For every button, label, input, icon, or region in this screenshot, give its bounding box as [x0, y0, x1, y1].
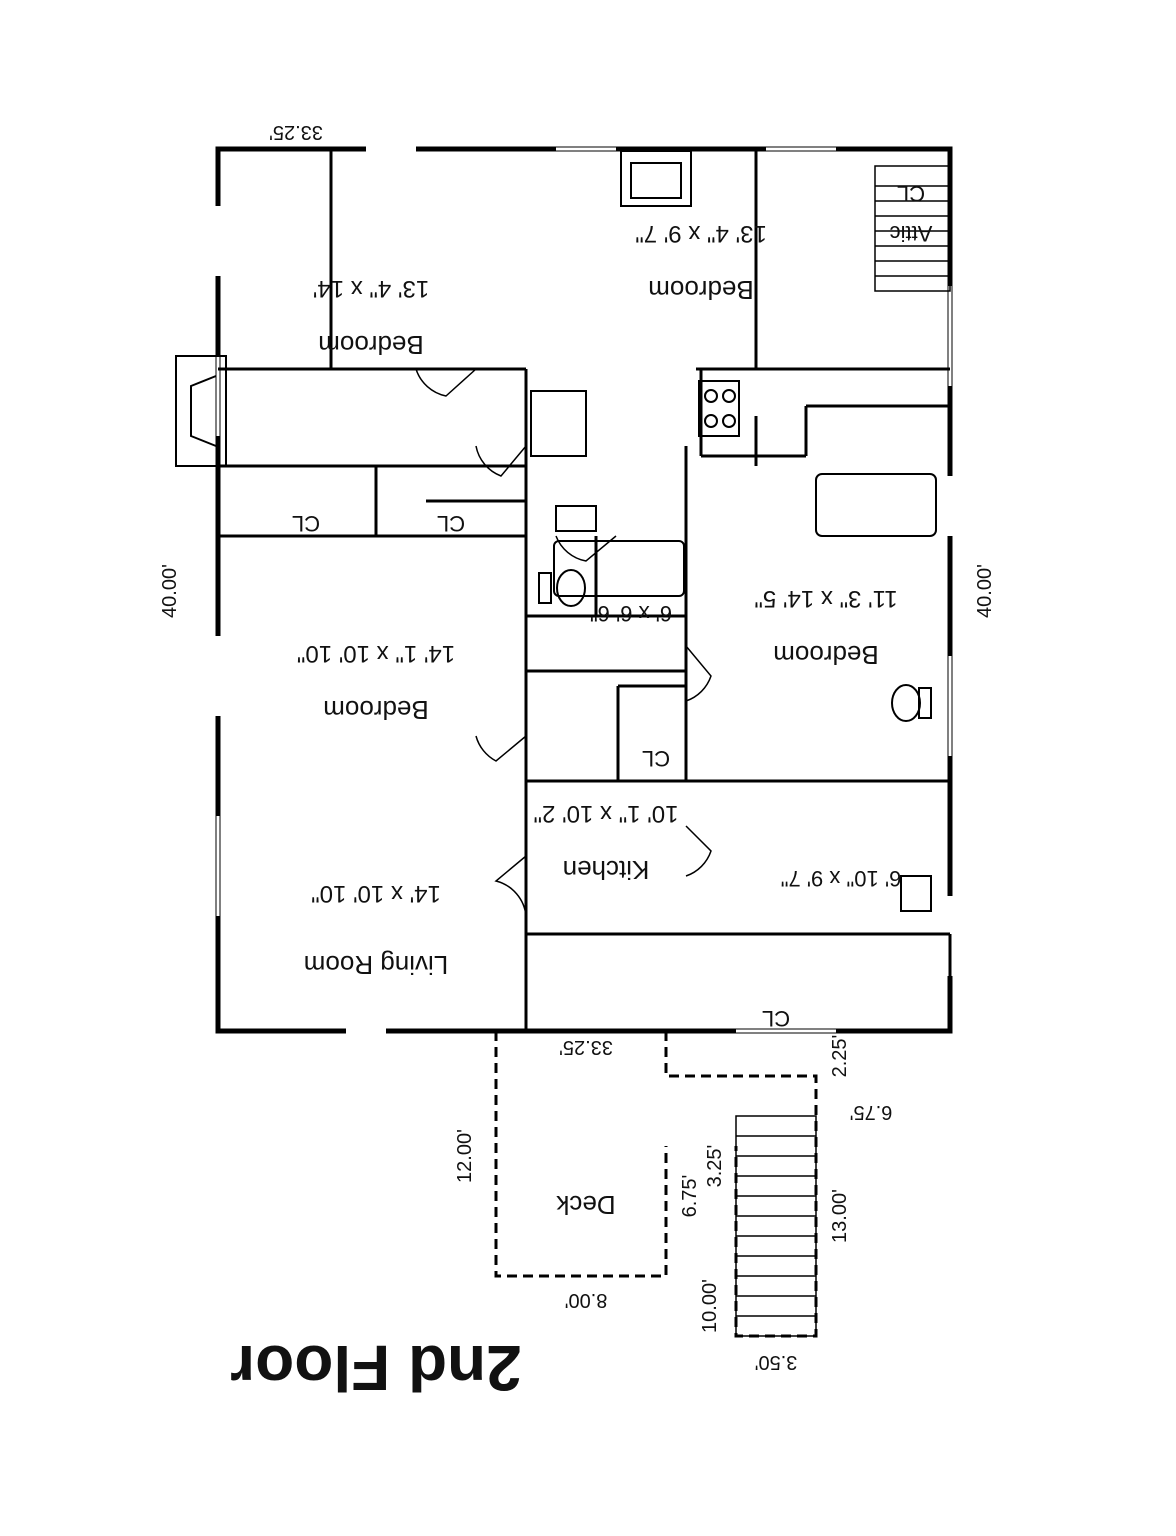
- labels: 2nd Floor 33.25' 33.25' 8.00' 3.50' Bedr…: [230, 121, 932, 1404]
- room-bedroom-ne-size: 13' 4" x 9' 7": [635, 220, 767, 247]
- room-living-name: Living Room: [304, 950, 449, 980]
- room-bedroom-ne-name: Bedroom: [648, 275, 754, 305]
- bathtub-icon: [815, 473, 937, 537]
- windows: [215, 146, 953, 1034]
- closet-ne: CL: [897, 181, 925, 206]
- room-bedroom-w-size: 14' 1" x 10' 10": [297, 640, 455, 667]
- dim-bottom: 33.25': [269, 121, 323, 143]
- room-kitchen-size: 10' 1" x 10' 2": [534, 800, 679, 827]
- sink-icon: [900, 875, 932, 912]
- dim-stair-len: 13.00': [829, 1189, 851, 1243]
- chimney-icon: [175, 355, 227, 467]
- closet-bath: CL: [762, 1006, 790, 1031]
- kitchen-sink-icon: [620, 150, 692, 207]
- fridge-icon: [530, 390, 587, 457]
- interior-walls: [218, 149, 952, 1031]
- outside-stair: [735, 1115, 817, 1337]
- closet-w2: CL: [437, 511, 465, 536]
- dim-deck-side: 12.00': [454, 1129, 476, 1183]
- room-bath-large-size: 6' 10" x 9' 7": [781, 866, 902, 891]
- room-bedroom-nw-name: Bedroom: [318, 330, 424, 360]
- room-bedroom-nw-size: 13' 4" x 14': [313, 275, 429, 302]
- dim-top: 33.25': [559, 1036, 613, 1058]
- attic-label: Attic: [890, 221, 933, 246]
- dim-deck-c: 3.25': [704, 1145, 726, 1188]
- toilet-icon: [891, 684, 932, 722]
- bathtub-icon: [553, 540, 685, 597]
- window-lines: [215, 146, 953, 1034]
- room-bedroom-w-name: Bedroom: [323, 695, 429, 725]
- stove-icon: [698, 380, 740, 437]
- attic-stair: [874, 165, 951, 292]
- dim-stair-width: 3.50': [755, 1351, 798, 1373]
- dim-step-b: 6.75': [850, 1101, 893, 1123]
- dim-right: 40.00': [974, 564, 996, 618]
- dim-deck-d: 6.75': [679, 1175, 701, 1218]
- dim-stair-run: 10.00': [699, 1279, 721, 1333]
- deck-outline: [494, 1031, 818, 1338]
- room-bedroom-e-name: Bedroom: [773, 640, 879, 670]
- toilet-icon: [538, 569, 586, 607]
- doors: [415, 368, 712, 917]
- room-deck-name: Deck: [555, 1190, 615, 1220]
- dim-deck-bottom: 8.00': [565, 1289, 608, 1311]
- dim-step-a: 2.25': [829, 1035, 851, 1078]
- closet-w1: CL: [292, 511, 320, 536]
- closet-center: CL: [642, 746, 670, 771]
- plan-title: 2nd Floor: [230, 1332, 522, 1404]
- room-bath-small-size: 6' x 6' 6": [590, 601, 672, 626]
- sink-icon: [555, 505, 597, 532]
- room-living-size: 14' x 10' 10": [311, 880, 441, 907]
- room-kitchen-name: Kitchen: [563, 855, 650, 885]
- room-bedroom-e-size: 11' 3" x 14' 5": [754, 585, 897, 612]
- dim-left: 40.00': [159, 564, 181, 618]
